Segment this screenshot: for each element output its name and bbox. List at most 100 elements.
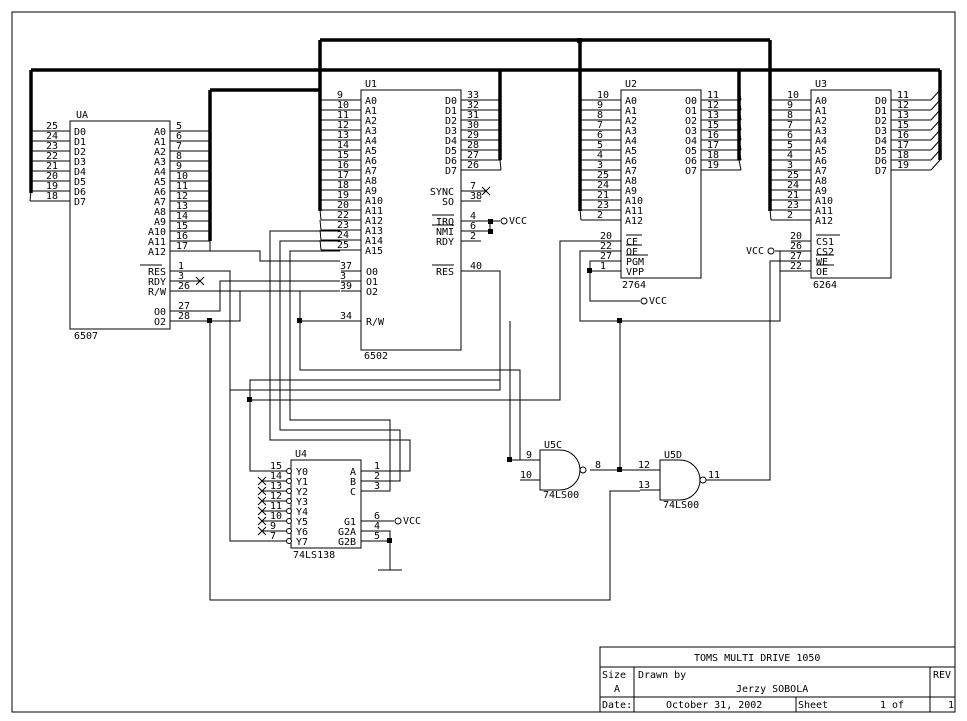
chip-u2-name: 2764 [622, 280, 646, 291]
pin-label-u1-ctrlr-2: IRQ [436, 217, 454, 228]
pin-num-u1-d-5: 28 [467, 140, 479, 151]
pin-label-u4-r-2: C [350, 487, 356, 498]
drawn-by-value: Jerzy SOBOLA [736, 684, 808, 695]
bus-entry-u3-a-7 [769, 159, 772, 171]
pin-label-ua-ctrl-2: R/W [148, 287, 167, 298]
bus-entry-u3-a-9 [769, 179, 772, 191]
pin-num-u2-o-4: 16 [707, 130, 719, 141]
bus-entry-u2-a-3 [579, 119, 582, 131]
pin-label-u2-o-6: O6 [685, 156, 697, 167]
pin-num-u2-a-3: 7 [597, 120, 603, 131]
bus-entry-ua-d-4 [29, 160, 32, 172]
pin-label-u1-a-0: A0 [365, 96, 377, 107]
pin-label-u2-o-3: O3 [685, 126, 697, 137]
pin-label-u4-r-5: G2B [338, 537, 356, 548]
pin-label-u4-r-1: B [350, 477, 356, 488]
bus-entry-u2-a-5 [579, 139, 582, 151]
pin-label-u3-d-5: D5 [875, 146, 887, 157]
pin-label-u2-a-2: A2 [625, 116, 637, 127]
pin-label-ua-d-0: D0 [74, 127, 86, 138]
pin-label-u3-d-6: D6 [875, 156, 887, 167]
gate-u5d-name: 74LS00 [663, 500, 699, 511]
pin-num-u1-ctrll-2: 39 [340, 281, 352, 292]
pin-label-u2-ctrl-0: CE [626, 237, 638, 248]
pin-label-u3-d-4: D4 [875, 136, 887, 147]
chip-u1-body [360, 89, 462, 351]
pin-num-ua-a-11: 16 [176, 231, 188, 242]
pin-num-ua-a-9: 14 [176, 211, 188, 222]
bus-entry-u3-d-3 [930, 119, 941, 131]
bus-entry-u2-a-8 [579, 169, 582, 181]
pin-num-u3-d-5: 17 [897, 140, 909, 151]
pin-num-u2-a-5: 5 [597, 140, 603, 151]
bus-entry-u2-o-0 [738, 89, 742, 101]
bus-entry-u3-a-4 [769, 129, 772, 141]
nand-gate-u5c: U5C 74LS00 9 10 8 [520, 440, 601, 501]
pin-label-u2-a-10: A10 [625, 196, 643, 207]
pin-num-u2-o-7: 19 [707, 160, 719, 171]
pin-num-u4-y-0: 15 [270, 461, 282, 472]
pin-label-u4-r-0: A [350, 467, 356, 478]
pin-label-u3-ctrl-1: CS2 [816, 247, 834, 258]
pin-label-u2-a-12: A12 [625, 216, 643, 227]
bus-entry-u2-o-7 [738, 159, 742, 171]
bus-entry-u2-o-4 [738, 129, 742, 141]
pin-num-u1-ctrll-0: 37 [340, 261, 352, 272]
pin-label-u1-a-7: A7 [365, 166, 377, 177]
vcc-label-u4: VCC [403, 516, 421, 527]
bus-entry-u1-d-3 [499, 119, 502, 131]
pin-u4-bubble-4 [286, 508, 292, 514]
pin-label-u2-a-3: A3 [625, 126, 637, 137]
pin-num-ua-a-10: 15 [176, 221, 188, 232]
bus-entry-u2-a-12 [579, 209, 582, 221]
pin-label-u1-d-1: D1 [445, 106, 457, 117]
bus-entry-u1-a-8 [319, 169, 322, 181]
pin-label-u3-a-5: A5 [815, 146, 827, 157]
pin-label-u4-y-2: Y2 [296, 487, 308, 498]
pin-label-u4-y-4: Y4 [296, 507, 308, 518]
pin-num-u3-a-4: 6 [787, 130, 793, 141]
pin-label-ua-a-4: A4 [154, 167, 166, 178]
bus-entry-u1-d-5 [499, 139, 502, 151]
pin-num-u4-y-2: 13 [270, 481, 282, 492]
bus-entry-u3-d-2 [930, 109, 941, 121]
bus-entry-u1-d-0 [499, 89, 502, 101]
pin-label-ua-d-2: D2 [74, 147, 86, 158]
pin-label-ua-d-1: D1 [74, 137, 86, 148]
pin-label-u1-a-15: A15 [365, 246, 383, 257]
date-label: Date: [602, 700, 632, 711]
pin-num-u3-a-8: 25 [787, 170, 799, 181]
chip-ua-body [69, 120, 171, 330]
pin-num-u3-ctrl-3: 22 [790, 261, 802, 272]
pin-label-u3-d-7: D7 [875, 166, 887, 177]
pin-num-u1-ctrlr-0: 7 [470, 181, 476, 192]
pin-num-u2-a-11: 23 [597, 200, 609, 211]
bus-entry-u2-a-4 [579, 129, 582, 141]
pin-label-u4-y-5: Y5 [296, 517, 308, 528]
pin-num-u3-a-7: 3 [787, 160, 793, 171]
pin-label-u1-a-5: A5 [365, 146, 377, 157]
sheet-label: Sheet [798, 700, 828, 711]
pin-num-ua-a-3: 8 [176, 151, 182, 162]
pin-label-u1-a-8: A8 [365, 176, 377, 187]
pin-u4-bubble-7 [286, 538, 292, 544]
pin-num-u1-ctrll-1: 3 [340, 271, 346, 282]
pin-label-u1-d-3: D3 [445, 126, 457, 137]
pin-label-ua-ctrl-1: RDY [148, 277, 166, 288]
chip-u4-name: 74LS138 [293, 550, 335, 561]
pin-label-u1-ctrll-3: R/W [366, 317, 385, 328]
size-value: A [614, 684, 620, 695]
sheet-value: 1 of [880, 700, 904, 711]
pin-num-u4-y-6: 9 [270, 521, 276, 532]
pin-num-ua-a-8: 13 [176, 201, 188, 212]
pin-label-u1-d-2: D2 [445, 116, 457, 127]
pin-num-u4-r-0: 1 [374, 461, 380, 472]
pin-label-u2-a-5: A5 [625, 146, 637, 157]
pin-label-u1-a-14: A14 [365, 236, 383, 247]
pin-u4-bubble-5 [286, 518, 292, 524]
pin-num-u1-a-13: 23 [337, 220, 349, 231]
sheet-total: 1 [948, 700, 954, 711]
pin-num-u1-a-4: 13 [337, 130, 349, 141]
pin-num-u2-o-5: 17 [707, 140, 719, 151]
